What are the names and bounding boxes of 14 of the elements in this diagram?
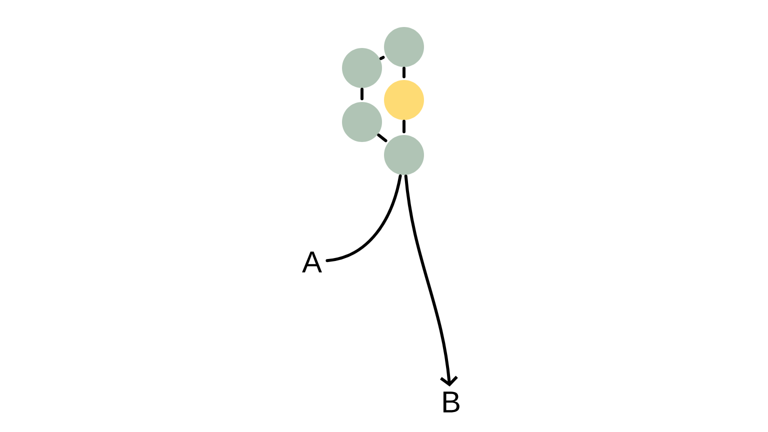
- circle: [384, 135, 424, 175]
- letter-label: B: [443, 392, 460, 412]
- circle: [342, 48, 382, 88]
- connector-line: [326, 174, 402, 262]
- arrow: [404, 174, 458, 386]
- connector-line: [402, 120, 406, 134]
- connector-line: [377, 134, 388, 142]
- connector-line: [402, 66, 406, 78]
- circle: [384, 80, 424, 120]
- connector-line: [379, 56, 385, 60]
- letter-label: A: [302, 252, 322, 272]
- connector-line: [360, 88, 364, 100]
- circle: [384, 27, 424, 67]
- circle: [342, 102, 382, 142]
